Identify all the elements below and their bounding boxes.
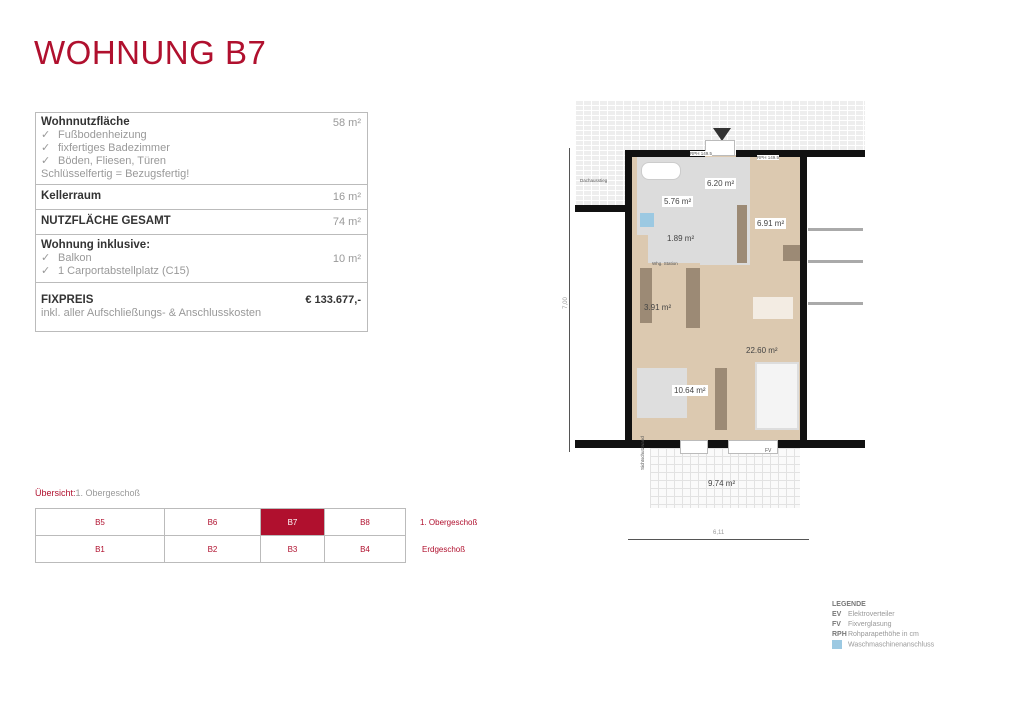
wohnnutzflaeche-section: Wohnnutzfläche 58 m² ✓Fußbodenheizung ✓f… <box>36 113 367 185</box>
wardrobe <box>686 268 700 328</box>
fixpreis-note: inkl. aller Aufschließungs- & Anschlussk… <box>41 307 262 319</box>
feature-item: ✓1 Carportabstellplatz (C15) <box>41 265 190 277</box>
gesamt-value: 74 m² <box>332 216 361 228</box>
overview-label: Übersicht:1. Obergeschoß <box>35 488 141 498</box>
unit-b7-selected[interactable]: B7 <box>260 508 325 536</box>
wall <box>625 150 632 442</box>
fv-label: FV <box>765 448 772 454</box>
dachausstieg-label: Dachausstieg <box>580 178 608 183</box>
unit-overview-grid: B5 B6 B7 B8 1. Obergeschoß B1 B2 B3 B4 E… <box>35 508 478 563</box>
wall <box>800 150 807 442</box>
unit-b3[interactable]: B3 <box>260 535 325 563</box>
fixpreis-section: FIXPREIS € 133.677,- inkl. aller Aufschl… <box>36 283 367 331</box>
legend-item: RPH Rohparapethöhe in cm <box>832 631 919 638</box>
railing <box>808 228 863 231</box>
unit-b5[interactable]: B5 <box>35 508 165 536</box>
feature-item: ✓Balkon <box>41 252 92 264</box>
feature-item: ✓Böden, Fliesen, Türen <box>41 155 167 167</box>
balcony <box>650 448 800 508</box>
check-icon: ✓ <box>41 155 51 167</box>
unit-b6[interactable]: B6 <box>164 508 261 536</box>
info-table: Wohnnutzfläche 58 m² ✓Fußbodenheizung ✓f… <box>35 112 368 332</box>
height-dimension-line <box>569 148 570 452</box>
floor-label: 1. Obergeschoß <box>420 517 478 527</box>
bathtub <box>641 162 681 180</box>
shelf <box>640 268 652 323</box>
inklusive-value: 10 m² <box>332 253 361 265</box>
railing <box>808 260 863 263</box>
wall <box>625 150 705 157</box>
wall <box>575 205 630 212</box>
check-icon: ✓ <box>41 252 51 264</box>
inklusive-label: Wohnung inklusive: <box>41 239 151 251</box>
fixpreis-value: € 133.677,- <box>305 294 361 306</box>
roof-area <box>575 150 627 208</box>
balcony-door[interactable] <box>680 440 708 454</box>
railing <box>808 302 863 305</box>
feature-item: ✓fixfertiges Badezimmer <box>41 142 170 154</box>
check-icon: ✓ <box>41 129 51 141</box>
station-label: Whg. Station <box>652 261 678 266</box>
height-dimension-label: 7,00 <box>562 297 569 309</box>
wardrobe <box>737 205 747 263</box>
room-area-kueche: 6.91 m² <box>755 218 787 229</box>
wohnnutz-label: Wohnnutzfläche <box>41 116 130 128</box>
dining-table <box>753 297 793 319</box>
unit-b8[interactable]: B8 <box>324 508 406 536</box>
wardrobe <box>715 368 727 430</box>
feature-item: ✓Fußbodenheizung <box>41 129 147 141</box>
fixpreis-label: FIXPREIS <box>41 294 94 306</box>
room-area-wohnen: 22.60 m² <box>746 346 778 355</box>
gesamt-label: NUTZFLÄCHE GESAMT <box>41 215 171 227</box>
sofa <box>755 362 799 430</box>
legend-item: FV Fixverglasung <box>832 621 892 628</box>
kellerraum-section: Kellerraum 16 m² <box>36 185 367 210</box>
page-title: WOHNUNG B7 <box>34 34 267 71</box>
room-area-schlafen: 10.64 m² <box>672 385 708 396</box>
room-area-abstell: 3.91 m² <box>644 303 672 312</box>
roof-area <box>575 100 865 152</box>
rph-label: RPH 149.5 <box>757 155 780 160</box>
rph-label: RPH 149.5 <box>690 151 713 156</box>
legend-item: Waschmaschinenanschluss <box>832 640 934 650</box>
wohnnutz-value: 58 m² <box>332 117 361 129</box>
room-area-bad: 5.76 m² <box>662 196 694 207</box>
entrance-door[interactable] <box>705 140 735 156</box>
unit-b4[interactable]: B4 <box>324 535 406 563</box>
keller-value: 16 m² <box>332 191 361 203</box>
legend-title: LEGENDE <box>832 601 866 608</box>
legend-item: EV Elektroverteiler <box>832 611 895 618</box>
keller-label: Kellerraum <box>41 190 102 202</box>
note: Schlüsselfertig = Bezugsfertig! <box>41 168 190 180</box>
room-area-flur: 6.20 m² <box>705 178 737 189</box>
unit-b2[interactable]: B2 <box>164 535 261 563</box>
room-area-balkon: 9.74 m² <box>708 479 736 488</box>
entrance-arrow-icon <box>713 128 731 141</box>
sichtschutz-label: Sichtschutzwand <box>640 436 645 470</box>
legend: LEGENDE EV Elektroverteiler FV Fixvergla… <box>832 600 934 650</box>
washer-icon <box>832 640 842 649</box>
floor-label: Erdgeschoß <box>422 544 466 554</box>
width-dimension-label: 6,11 <box>713 530 725 536</box>
unit-b1[interactable]: B1 <box>35 535 165 563</box>
room-area-wc: 1.89 m² <box>667 234 695 243</box>
balcony-door[interactable] <box>728 440 778 454</box>
kitchen-unit <box>783 245 800 261</box>
washer-icon <box>640 213 654 227</box>
inklusive-section: Wohnung inklusive: 10 m² ✓Balkon ✓1 Carp… <box>36 235 367 283</box>
gesamt-section: NUTZFLÄCHE GESAMT 74 m² <box>36 210 367 235</box>
wc <box>648 235 700 263</box>
check-icon: ✓ <box>41 142 51 154</box>
wall <box>575 440 865 448</box>
width-dimension-line <box>628 539 809 540</box>
check-icon: ✓ <box>41 265 51 277</box>
